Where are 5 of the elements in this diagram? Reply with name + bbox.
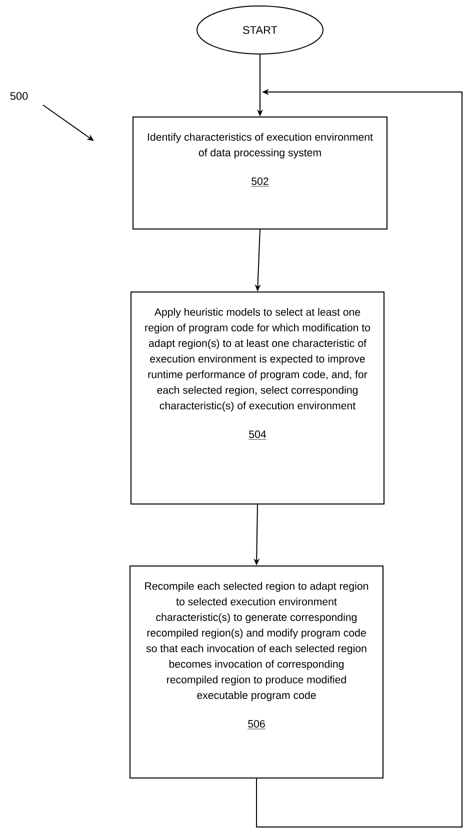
process-box: Apply heuristic models to select at least one region of program code for which modification to adapt region(s) to at least one characteristic of execution environment is expected to improve runtime performance of program code, and, for each selected region, select corresponding characteristic(s) of execution environment 504 xyxy=(130,292,384,504)
process-box: Recompile each selected region to adapt region to selected execution environment characteristic(s) to generate corresponding recompiled region(s) and modify program code so that each invocation of each selected region becomes invocation of corresponding recompiled region to produce modified executable program code 506 xyxy=(130,566,384,778)
reference-numeral: 500 xyxy=(10,92,28,100)
process-box: Identify characteristics of execution environment of data processing system 502 xyxy=(132,116,388,230)
start-terminal: START xyxy=(196,6,324,54)
